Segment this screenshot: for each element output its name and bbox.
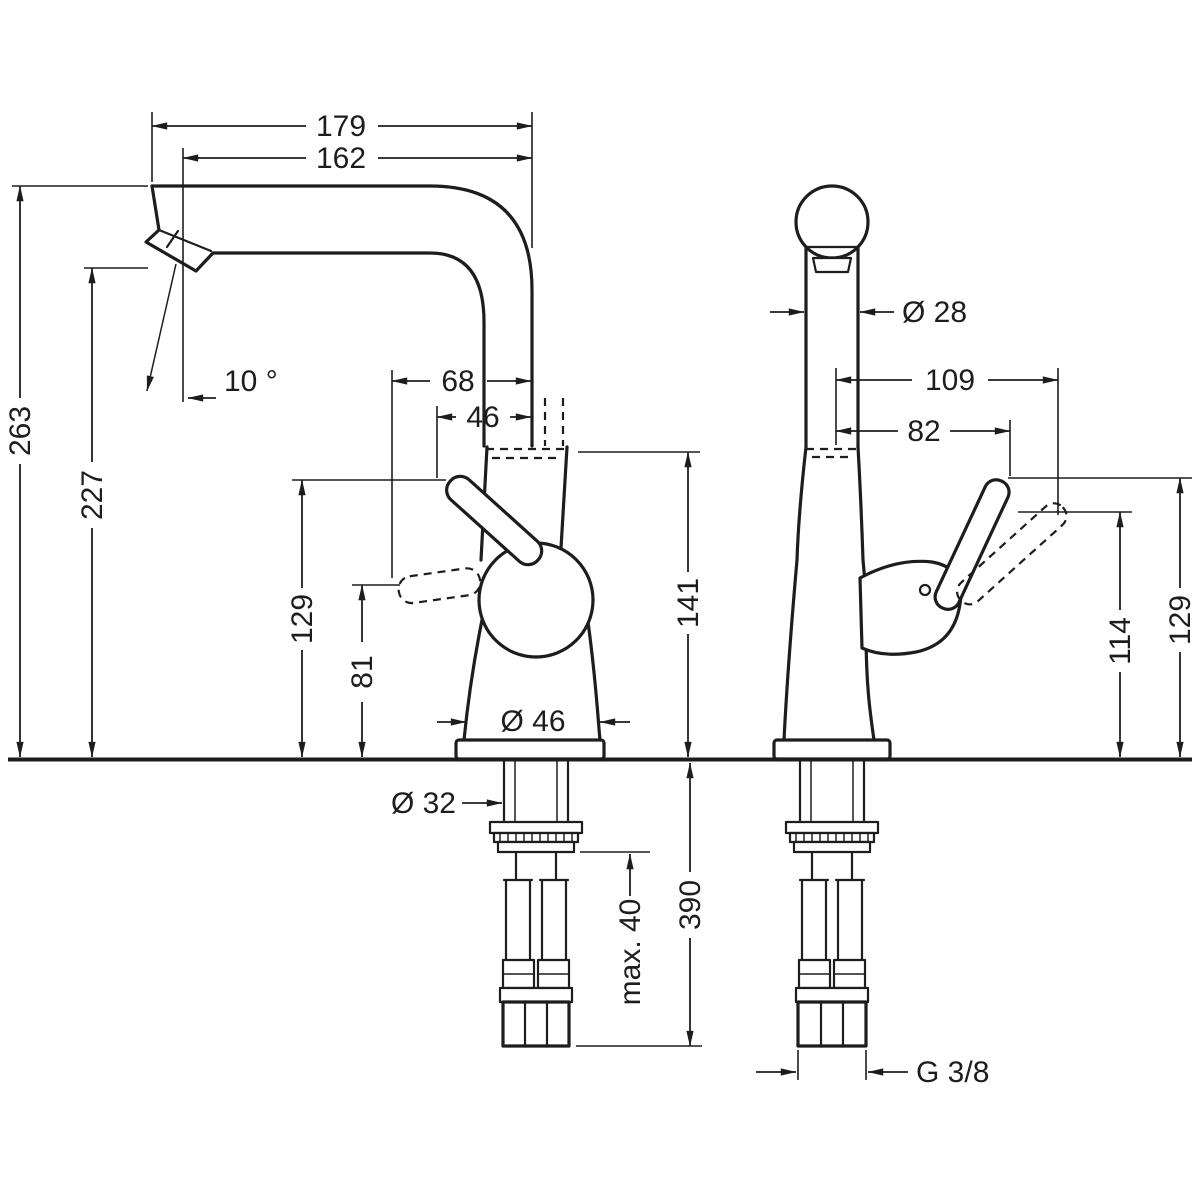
lever-front-alt-position <box>955 502 1068 606</box>
dim-shank-diameter-label: Ø 32 <box>391 787 456 820</box>
faucet-base-side <box>454 738 606 761</box>
dim-thread-size-label: G 3/8 <box>916 1056 989 1089</box>
dim-max-counter-thickness-label: max. 40 <box>614 899 647 1006</box>
faucet-front-view <box>772 184 1068 1048</box>
mounting-hardware-side <box>488 759 584 1048</box>
dim-base-diameter-label: Ø 46 <box>500 705 565 738</box>
dim-spout-reach-inner-label: 162 <box>316 142 366 175</box>
dim-outlet-height-label: 227 <box>76 470 109 520</box>
lever-front <box>933 478 1011 611</box>
dim-handle-height-low-front-label: 114 <box>1104 617 1137 665</box>
dim-handle-reach-inner-label: 82 <box>907 415 940 448</box>
dim-column-diameter-label: Ø 28 <box>902 296 967 329</box>
dim-handle-reach-label: 109 <box>925 364 975 397</box>
lever-side <box>445 474 544 567</box>
dimension-annotations: 179 162 10 ° 263 227 68 46 129 <box>4 110 1197 1089</box>
faucet-base-front <box>772 738 892 761</box>
dim-spout-reach-label: 179 <box>316 110 366 143</box>
faucet-side-view <box>144 184 606 1048</box>
dim-handle-height-front-label: 129 <box>1164 595 1197 645</box>
lever-pin <box>918 583 932 597</box>
dim-spray-angle-label: 10 ° <box>224 365 278 398</box>
dim-hose-length-label: 390 <box>674 880 707 930</box>
dim-handle-height-side-label: 129 <box>286 594 319 644</box>
lever-base-front <box>858 559 963 656</box>
dim-total-height-label: 263 <box>4 406 37 456</box>
dim-handle-offset-inner-label: 46 <box>466 401 499 434</box>
lever-side-alt-position <box>397 567 482 605</box>
dim-handle-low-height-label: 81 <box>346 655 379 688</box>
mounting-hardware-front <box>784 759 880 1048</box>
dim-handle-offset-label: 68 <box>441 365 474 398</box>
dim-body-height-label: 141 <box>672 578 705 628</box>
